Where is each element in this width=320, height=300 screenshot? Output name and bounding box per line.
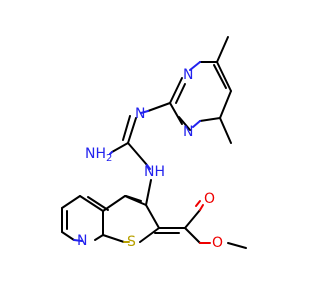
bond	[219, 90, 232, 119]
bond	[184, 209, 201, 229]
bond	[125, 195, 142, 202]
molecule-structure: N N N NH2 NH N S O O	[61, 36, 247, 251]
bond	[199, 117, 221, 122]
bond	[140, 110, 149, 114]
bond	[189, 61, 201, 71]
bond	[127, 142, 148, 166]
bond	[102, 234, 125, 243]
o-ester-label: O	[212, 235, 223, 251]
nh2-subscript: 2	[106, 153, 112, 164]
bonds	[61, 36, 247, 249]
s-thiophene-label: S	[127, 234, 136, 250]
bond	[139, 227, 160, 243]
bond	[219, 117, 232, 144]
bond	[127, 117, 137, 144]
bond	[87, 196, 109, 211]
bond	[73, 239, 83, 242]
bond	[169, 77, 183, 104]
bond	[199, 204, 204, 211]
n-imine-label: N	[135, 106, 145, 122]
bond	[184, 227, 201, 244]
bond	[169, 102, 183, 125]
bond	[178, 116, 191, 131]
bond	[79, 195, 104, 212]
atom-labels: N N N NH2 NH N S O O	[77, 67, 223, 251]
bond	[195, 200, 201, 207]
bond	[145, 179, 152, 206]
o-carbonyl-label: O	[204, 191, 215, 207]
bond	[216, 61, 232, 92]
bond	[147, 102, 171, 112]
bond	[216, 36, 229, 63]
n-pyrimidine-bottom-label: N	[183, 124, 193, 140]
bond	[94, 234, 104, 241]
bond	[109, 151, 113, 155]
bond	[145, 204, 160, 229]
bond	[175, 83, 186, 104]
nh2-text: NH	[85, 146, 106, 162]
bond	[122, 115, 131, 141]
bond	[61, 231, 75, 241]
bond	[227, 242, 247, 249]
bond	[61, 195, 81, 209]
bond	[146, 164, 151, 170]
bond	[111, 142, 129, 153]
bond	[192, 120, 201, 128]
n-pyridine-label: N	[77, 233, 87, 249]
bond	[213, 64, 227, 89]
n-pyrimidine-top-label: N	[183, 67, 193, 83]
nh-label: NH	[144, 164, 165, 180]
nh2-label: NH2	[85, 146, 112, 164]
